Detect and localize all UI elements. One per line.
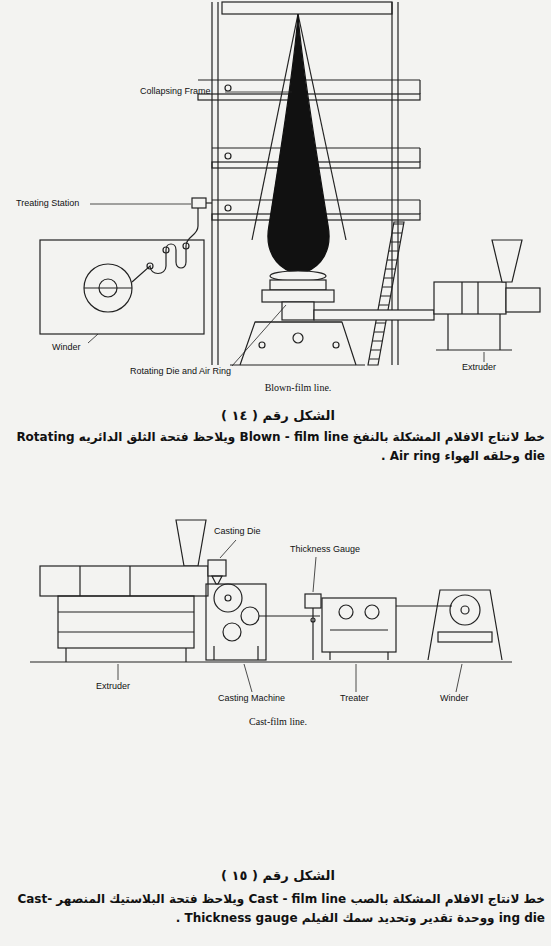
callout-label: Extruder — [96, 681, 130, 692]
cast-winder — [428, 590, 502, 660]
callout-label: Casting Machine — [218, 693, 285, 704]
floor-line — [30, 661, 512, 662]
figure-number: الشكل رقم ( ١٥ ) — [221, 868, 335, 884]
callout-label: Winder — [440, 693, 469, 704]
figure-number: الشكل رقم ( ١٤ ) — [221, 408, 335, 424]
thickness-gauge — [305, 594, 321, 660]
callout-label: Casting Die — [214, 526, 261, 537]
casting-machine — [206, 584, 266, 660]
treating-station — [192, 198, 212, 208]
callout-label: Collapsing Frame — [140, 86, 211, 97]
figure-title: Cast-film line. — [249, 716, 307, 728]
callout-label: Rotating Die and Air Ring — [130, 366, 231, 377]
film-bubble — [268, 14, 329, 272]
film-web — [259, 606, 452, 616]
figure-caption: خط لانتاج الافلام المشكلة بالنفخ Blown -… — [6, 428, 545, 465]
cast-extruder — [40, 520, 208, 662]
figure-caption: خط لانتاج الافلام المشكلة بالصب Cast - f… — [6, 890, 545, 927]
blown-winder — [40, 208, 204, 334]
callout-label: Treating Station — [16, 198, 79, 209]
callout-label: Thickness Gauge — [290, 544, 360, 555]
callout-label: Treater — [340, 693, 369, 704]
callout-label: Extruder — [462, 362, 496, 373]
figure-title: Blown-film line. — [265, 382, 332, 394]
casting-die — [208, 560, 226, 584]
leader-lines — [118, 540, 462, 692]
treater — [322, 598, 396, 660]
leader-lines — [88, 92, 484, 366]
blown-extruder — [314, 240, 540, 350]
callout-label: Winder — [52, 342, 81, 353]
